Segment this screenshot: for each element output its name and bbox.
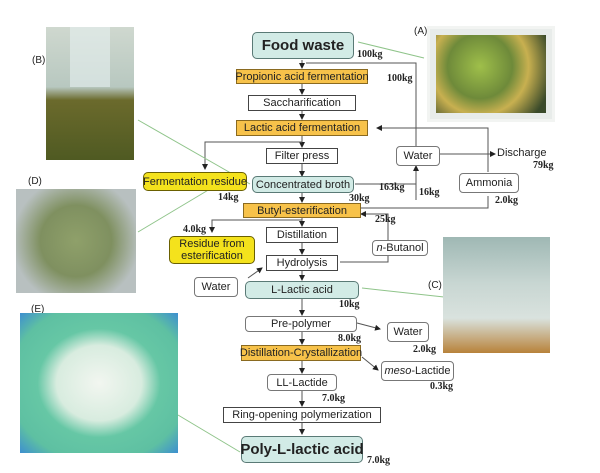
node-food-waste: Food waste xyxy=(252,32,354,59)
node-discharge: Discharge xyxy=(497,147,547,159)
node-distillation: Distillation xyxy=(266,227,338,243)
photo-residue xyxy=(16,189,136,293)
photo-b-label: (B) xyxy=(32,55,46,66)
arrow-water-hydro xyxy=(247,267,263,279)
residue-line-1: Residue from xyxy=(179,238,245,250)
qty-ammonia: 2.0kg xyxy=(495,195,519,206)
line-ammonia-loop xyxy=(359,196,489,209)
node-water-top: Water xyxy=(396,146,440,166)
node-ll-lactide: LL-Lactide xyxy=(267,374,337,391)
qty-l-lactic: 10kg xyxy=(339,299,360,310)
qty-broth-to-water: 163kg xyxy=(379,182,405,193)
photo-pla-pellets xyxy=(20,313,178,453)
node-ammonia: Ammonia xyxy=(459,173,519,193)
photo-c-label: (C) xyxy=(428,280,442,291)
photo-e-label: (E) xyxy=(31,304,45,315)
qty-ferm-residue: 14kg xyxy=(218,192,239,203)
qty-residue-ester: 4.0kg xyxy=(183,224,207,235)
node-filter-press: Filter press xyxy=(266,148,338,164)
qty-water-right: 2.0kg xyxy=(413,344,437,355)
node-distillation-crystallization: Distillation-Crystallization xyxy=(239,345,363,361)
node-saccharification: Saccharification xyxy=(248,95,356,111)
line-recycle-to-lactic xyxy=(376,125,489,172)
node-meso-lactide: meso-Lactide xyxy=(381,361,454,381)
leader-a xyxy=(357,41,425,59)
qty-pla: 7.0kg xyxy=(367,455,391,466)
arrow-prepoly-water xyxy=(356,322,381,331)
residue-line-2: esterification xyxy=(181,250,243,262)
n-prefix: n xyxy=(376,242,383,254)
qty-broth-out: 30kg xyxy=(349,193,370,204)
leader-d xyxy=(137,188,211,233)
photo-d-label: (D) xyxy=(28,176,42,187)
qty-prepolymer: 8.0kg xyxy=(338,333,362,344)
photo-a-label: (A) xyxy=(414,26,428,37)
node-residue-esterification: Residue from esterification xyxy=(169,236,255,264)
arrow-dist-meso xyxy=(361,356,379,371)
node-butyl-esterification: Butyl-esterification xyxy=(243,203,361,218)
node-l-lactic-acid: L-Lactic acid xyxy=(245,281,359,299)
node-hydrolysis: Hydrolysis xyxy=(266,255,338,271)
meso-suffix: -Lactide xyxy=(411,365,451,377)
line-to-ferm-residue xyxy=(202,141,302,170)
node-water-right: Water xyxy=(387,322,429,342)
node-fermentation-residue: Fermentation residue xyxy=(143,172,247,191)
node-concentrated-broth: Concentrated broth xyxy=(252,176,354,193)
node-poly-l-lactic-acid: Poly-L-lactic acid xyxy=(240,436,364,463)
node-n-butanol: n-Butanol xyxy=(372,240,428,256)
line-butyl-residue xyxy=(209,219,302,233)
qty-food-waste: 100kg xyxy=(357,49,383,60)
node-propionic-fermentation: Propionic acid fermentation xyxy=(235,69,369,84)
node-water-left: Water xyxy=(194,277,238,297)
photo-food-waste xyxy=(427,26,555,122)
meso-prefix: meso xyxy=(384,365,412,377)
leader-c xyxy=(361,287,445,298)
qty-to-water: 100kg xyxy=(387,73,413,84)
node-lactic-fermentation: Lactic acid fermentation xyxy=(236,120,368,136)
photo-broth-flask xyxy=(46,27,134,160)
qty-water-recycle: 16kg xyxy=(419,187,440,198)
photo-lactic-beaker xyxy=(443,237,550,353)
qty-meso: 0.3kg xyxy=(430,381,454,392)
leader-e xyxy=(177,414,241,453)
butanol-text: -Butanol xyxy=(382,242,424,254)
line-hydro-butanol xyxy=(340,256,389,263)
qty-discharge: 79kg xyxy=(533,160,554,171)
node-pre-polymer: Pre-polymer xyxy=(245,316,357,332)
qty-ll-lactide: 7.0kg xyxy=(322,393,346,404)
line-food-to-water xyxy=(306,62,417,146)
node-ring-opening: Ring-opening polymerization xyxy=(223,407,381,423)
qty-n-butanol: 25kg xyxy=(375,214,396,225)
